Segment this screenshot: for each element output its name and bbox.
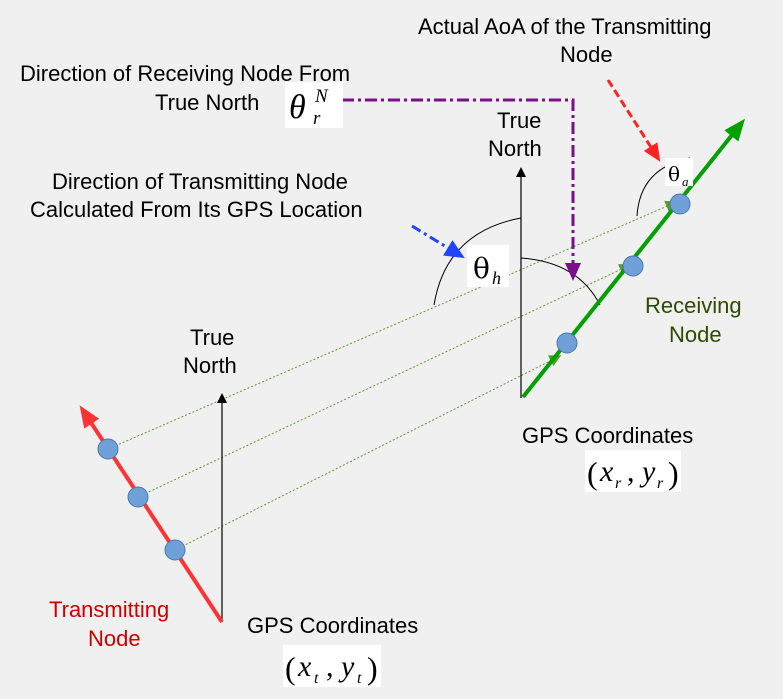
transmitter-element-dot-1 <box>97 438 119 460</box>
receiver-coords-comma: , <box>627 455 635 488</box>
theta-a-box <box>665 158 693 186</box>
theta-a-subscript: a <box>682 174 689 189</box>
transmitter-element-dot-2 <box>127 486 149 508</box>
theta-r-n-subscript: r <box>313 108 321 129</box>
receiver-coords-open-paren: ( <box>587 455 598 491</box>
receiver-coords-y-sub: r <box>657 475 664 492</box>
transmitter-coords-open-paren: ( <box>285 650 296 686</box>
transmitter-gps-label: GPS Coordinates <box>247 613 418 638</box>
direction-receiving-label-line2: True North <box>155 90 259 115</box>
transmitter-coords-box <box>283 645 381 687</box>
transmitter-coords-y: y <box>338 650 355 683</box>
direction-receiving-label-line1: Direction of Receiving Node From <box>20 61 350 86</box>
direction-transmitting-label-line2: Calculated From Its GPS Location <box>30 197 363 222</box>
receiving-node-label-line2: Node <box>669 322 722 347</box>
theta-r-n-pointer <box>342 98 581 281</box>
theta-h-subscript: h <box>492 268 501 288</box>
theta-r-n-arc <box>520 257 601 306</box>
theta-a-pointer <box>606 79 661 162</box>
transmitting-node-label-line2: Node <box>88 626 141 651</box>
signal-path-3 <box>174 355 562 551</box>
actual-aoa-label-line2: Node <box>560 42 613 67</box>
receiver-coords-x-sub: r <box>615 475 622 492</box>
theta-r-n-superscript: N <box>314 86 329 107</box>
theta-r-n-box <box>285 82 343 128</box>
receiver-coords-box <box>585 450 681 492</box>
actual-aoa-label-line1: Actual AoA of the Transmitting <box>418 14 712 39</box>
signal-path-2 <box>137 264 632 498</box>
true-north-transmitter-label-line2: North <box>183 353 237 378</box>
receiving-node-label-line1: Receiving <box>645 293 742 318</box>
direction-transmitting-label-line1: Direction of Transmitting Node <box>52 169 348 194</box>
transmitter-coords-close-paren: ) <box>367 650 378 686</box>
true-north-transmitter-label-line1: True <box>190 325 234 350</box>
transmitting-node-label-line1: Transmitting <box>49 597 169 622</box>
receiver-coords-x: x <box>599 455 614 488</box>
transmitter-coords-y-sub: t <box>357 670 362 687</box>
signal-path-1 <box>107 200 678 450</box>
receiver-element-dot-2 <box>622 255 644 277</box>
transmitter-coords-comma: , <box>326 650 334 683</box>
theta-h-box <box>467 245 509 287</box>
theta-r-n-symbol: θ <box>289 89 306 126</box>
transmitter-coords-x: x <box>297 650 312 683</box>
transmitter-element-dot-3 <box>164 539 186 561</box>
transmitter-coords-x-sub: t <box>314 670 319 687</box>
receiver-coords-y: y <box>639 455 656 488</box>
receiver-element-dot-3 <box>556 332 578 354</box>
receiver-gps-label: GPS Coordinates <box>522 423 693 448</box>
theta-h-symbol: θ <box>473 252 490 285</box>
receiver-element-dot-1 <box>669 193 691 215</box>
receiver-coords-close-paren: ) <box>668 455 679 491</box>
theta-a-symbol: θ <box>668 162 680 186</box>
true-north-receiver-label-line1: True <box>497 108 541 133</box>
true-north-receiver-label-line2: North <box>488 136 542 161</box>
theta-h-pointer <box>411 224 465 259</box>
